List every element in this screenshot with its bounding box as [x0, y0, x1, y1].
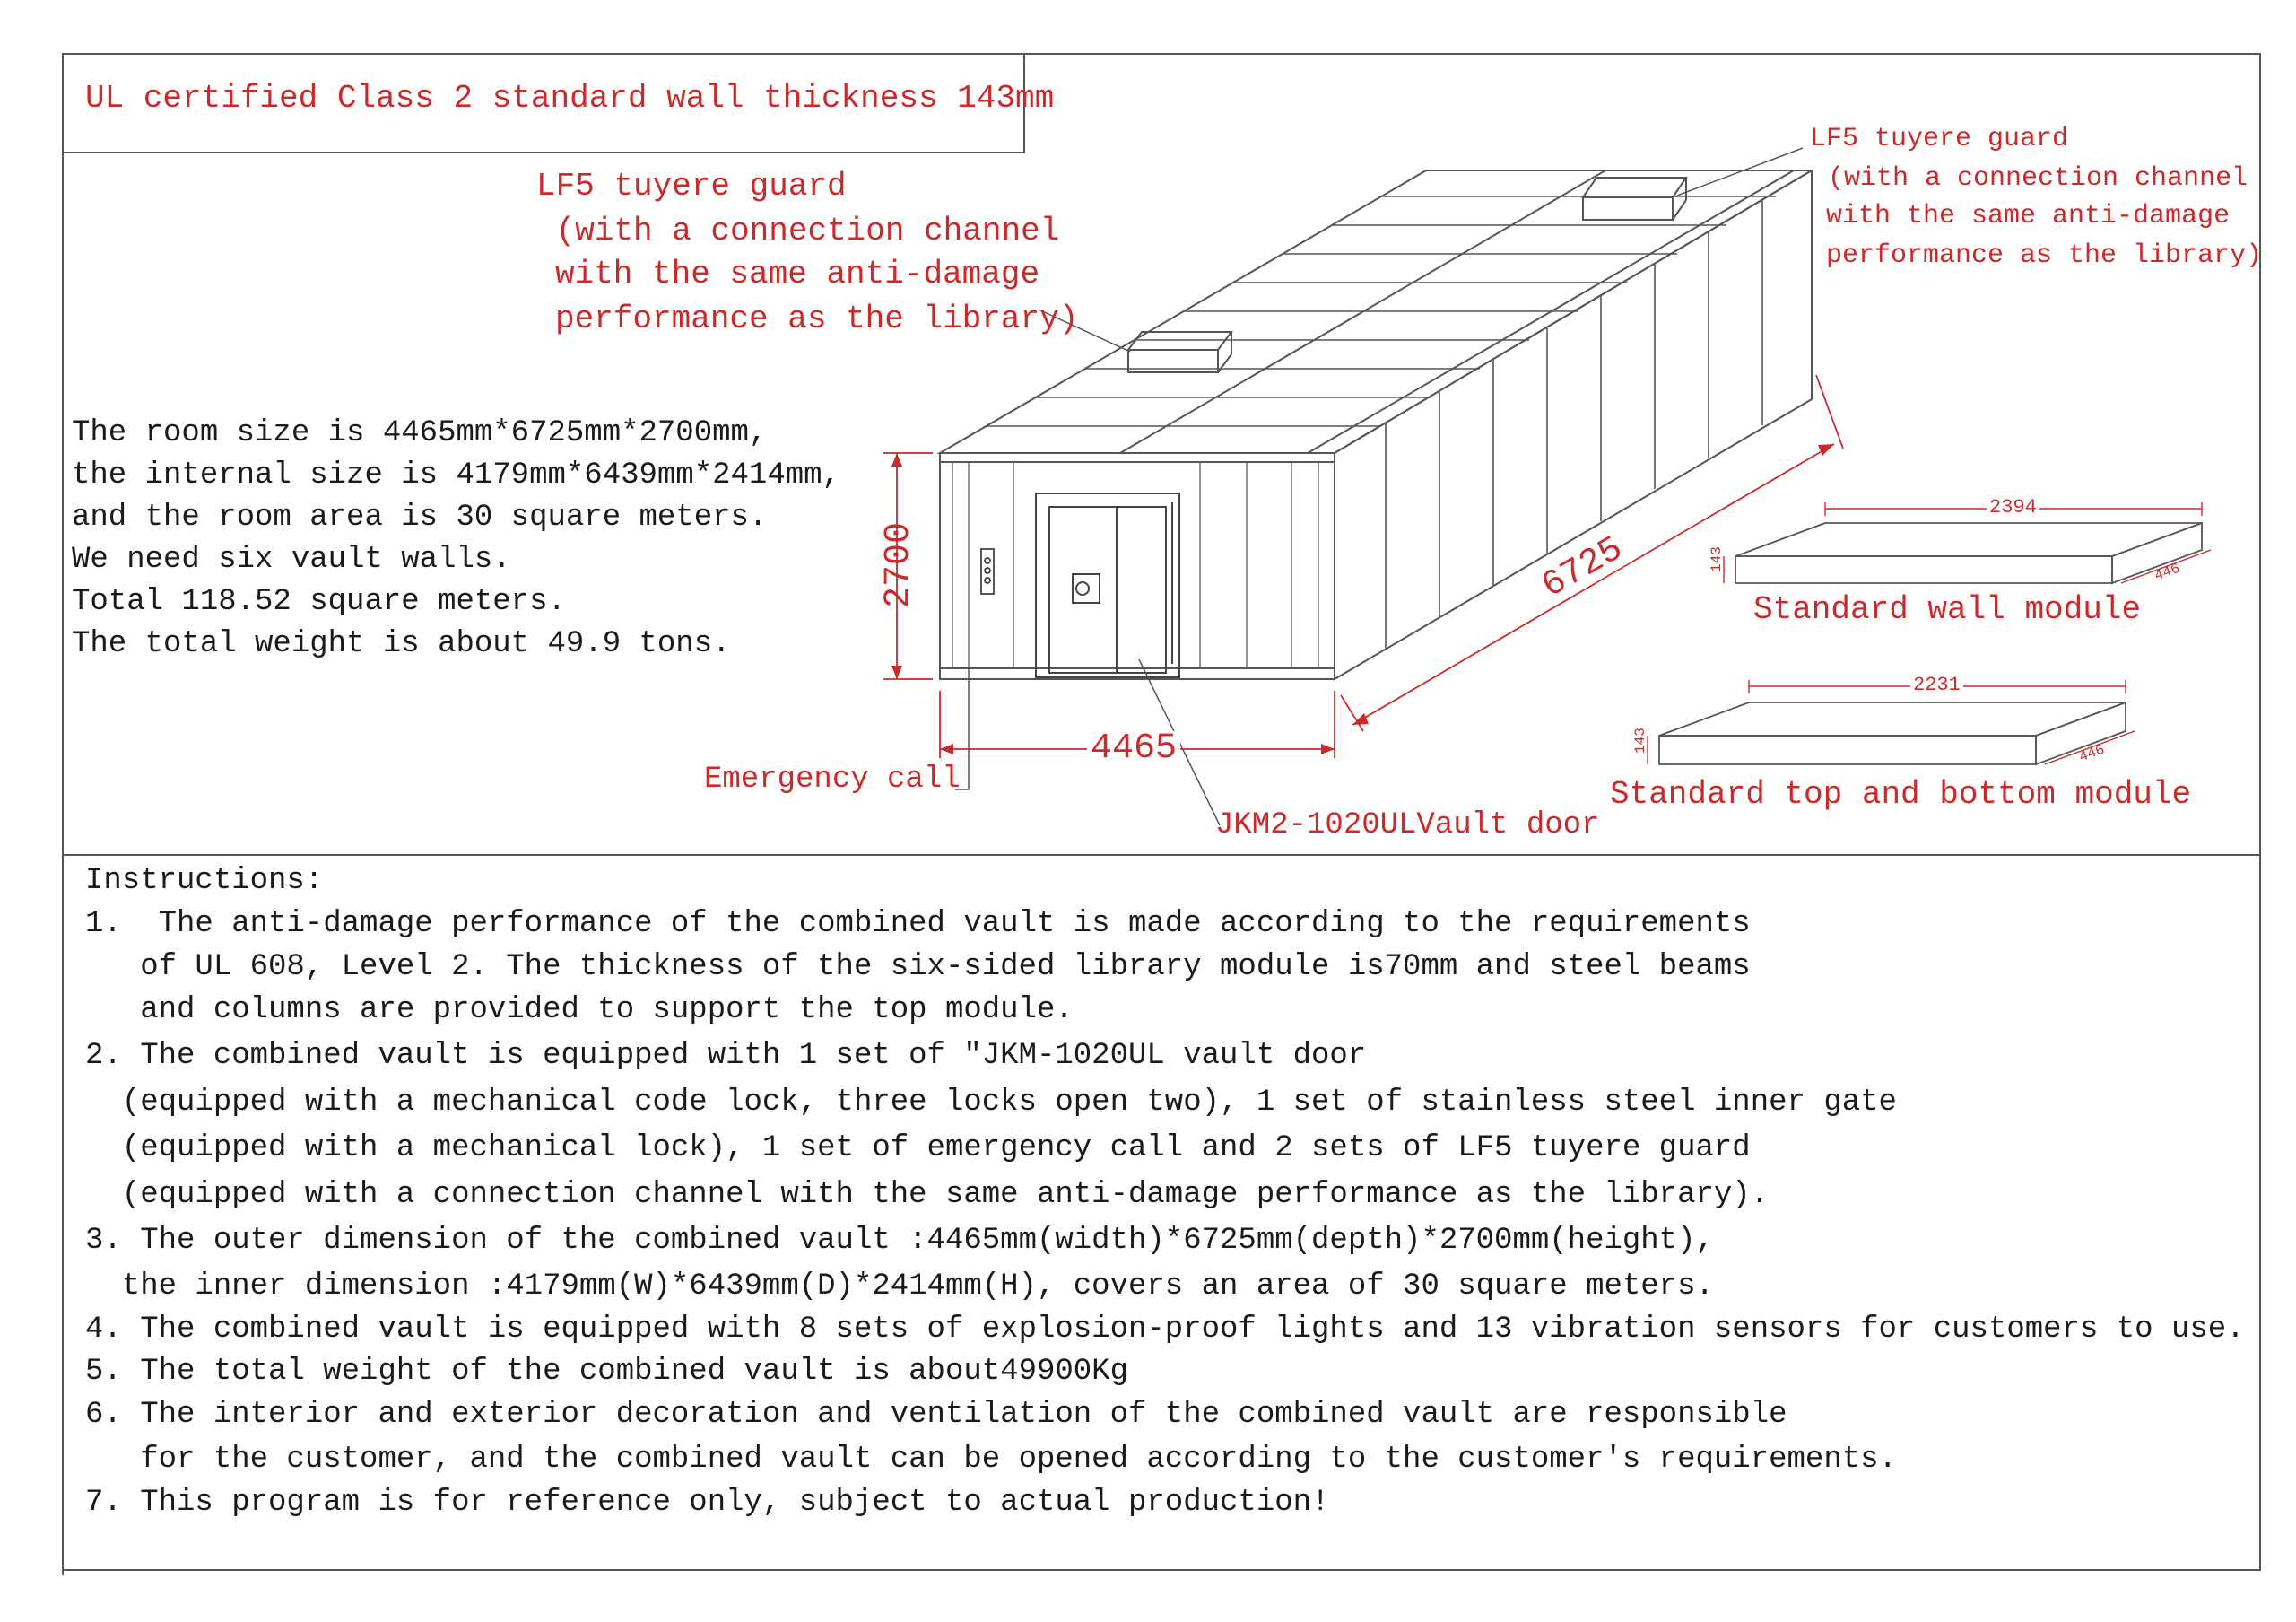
width-dimension-label: 4465	[1087, 731, 1181, 767]
instruction-line-12: 6. The interior and exterior decoration …	[85, 1398, 1787, 1432]
tuyere-right-line-3: with the same anti-damage	[1826, 201, 2231, 231]
vault-front-panels	[952, 462, 1319, 668]
room-summary-line-3: and the room area is 30 square meters.	[72, 501, 768, 535]
wall-module-label: Standard wall module	[1753, 591, 2142, 628]
emergency-call-label: Emergency call	[704, 763, 961, 797]
instruction-line-14: 7. This program is for reference only, s…	[85, 1486, 1330, 1520]
tuyere-left-line-1: LF5 tuyere guard	[536, 168, 847, 205]
instruction-line-10: 4. The combined vault is equipped with 8…	[85, 1312, 2245, 1347]
vault-front-face	[939, 452, 1335, 680]
tuyere-left-line-4: performance as the library)	[555, 301, 1079, 337]
dimension-arrows	[891, 444, 1834, 754]
instruction-line-7: (equipped with a connection channel with…	[85, 1178, 1770, 1212]
code-lock-dial	[1075, 581, 1090, 596]
tuyere-guard-boxes	[1126, 177, 1688, 373]
tuyere-right-line-1: LF5 tuyere guard	[1810, 124, 2069, 154]
door-lock-panel	[1072, 573, 1100, 604]
room-summary-line-5: Total 118.52 square meters.	[72, 585, 566, 619]
room-summary-line-2: the internal size is 4179mm*6439mm*2414m…	[72, 458, 840, 493]
sheet-frame	[62, 53, 2261, 1571]
emergency-call-device	[980, 548, 995, 595]
tuyere-right-line-4: performance as the library)	[1826, 240, 2263, 271]
instruction-line-2: of UL 608, Level 2. The thickness of the…	[85, 950, 1751, 984]
vault-box	[936, 169, 1815, 681]
wall-module-thickness: 143	[1709, 546, 1725, 572]
instruction-line-9: the inner dimension :4179mm(W)*6439mm(D)…	[85, 1269, 1714, 1304]
top-bottom-module-label: Standard top and bottom module	[1610, 776, 2192, 813]
room-summary-line-1: The room size is 4465mm*6725mm*2700mm,	[72, 416, 768, 450]
top-bottom-module-shape	[1658, 701, 2126, 766]
instruction-line-13: for the customer, and the combined vault…	[85, 1443, 1897, 1477]
vault-door	[1035, 493, 1180, 678]
room-summary-line-6: The total weight is about 49.9 tons.	[72, 627, 731, 661]
instruction-line-3: and columns are provided to support the …	[85, 993, 1074, 1027]
height-dimension-label: 2700	[879, 521, 920, 609]
wall-module-dims	[1723, 502, 2212, 584]
sheet-title: UL certified Class 2 standard wall thick…	[85, 80, 1055, 117]
instruction-line-1: 1. The anti-damage performance of the co…	[85, 907, 1751, 941]
wall-module-shape	[1735, 521, 2203, 585]
room-summary-line-4: We need six vault walls.	[72, 543, 511, 577]
instructions-heading: Instructions:	[85, 864, 324, 898]
tuyere-left-line-3: with the same anti-damage	[555, 256, 1040, 292]
dimension-lines	[883, 374, 1844, 758]
leader-lines	[955, 147, 1804, 826]
top-bottom-module-thickness: 143	[1632, 728, 1648, 754]
top-bottom-module-length: 2231	[1910, 676, 1963, 695]
instruction-line-4: 2. The combined vault is equipped with 1…	[85, 1039, 1367, 1073]
title-box	[62, 53, 1025, 153]
vault-top-panels	[987, 196, 1776, 427]
instruction-line-5: (equipped with a mechanical code lock, t…	[85, 1086, 1897, 1120]
top-bottom-module-dims	[1647, 680, 2135, 765]
instruction-line-11: 5. The total weight of the combined vaul…	[85, 1355, 1128, 1389]
vault-door-label: JKM2-1020ULVault door	[1215, 808, 1600, 842]
tuyere-left-line-2: (with a connection channel	[536, 213, 1060, 249]
instruction-line-6: (equipped with a mechanical lock), 1 set…	[85, 1131, 1751, 1165]
vault-side-face	[1334, 169, 1813, 681]
wall-module-length: 2394	[1987, 498, 2039, 518]
tuyere-right-line-2: (with a connection channel	[1828, 163, 2248, 194]
instruction-line-8: 3. The outer dimension of the combined v…	[85, 1224, 1714, 1258]
vault-side-panels	[1385, 200, 1763, 649]
